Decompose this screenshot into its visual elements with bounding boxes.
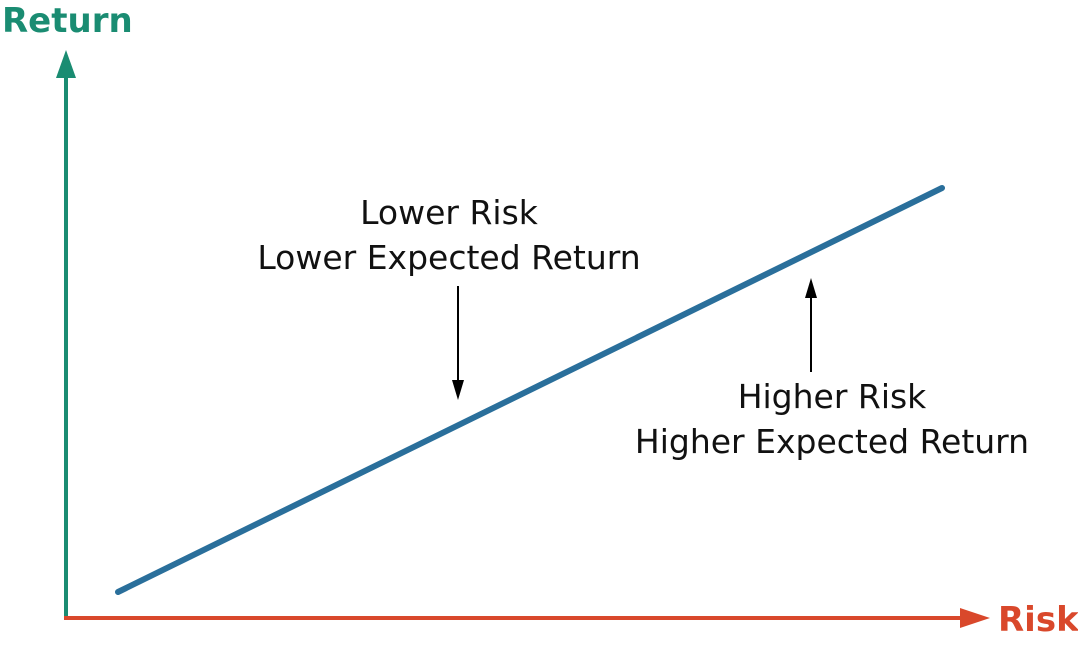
- higher-expected-return-label: Higher Expected Return: [635, 422, 1029, 461]
- x-axis-arrowhead: [960, 608, 990, 628]
- lower-annotation-arrowhead: [452, 380, 464, 400]
- risk-return-line: [115, 185, 945, 595]
- higher-risk-label: Higher Risk: [738, 377, 927, 416]
- lower-risk-label: Lower Risk: [360, 193, 539, 232]
- x-axis-label: Risk: [998, 600, 1078, 640]
- higher-annotation-arrowhead: [805, 278, 817, 298]
- y-axis-arrowhead: [56, 50, 76, 78]
- y-axis-label: Return: [2, 1, 133, 41]
- lower-expected-return-label: Lower Expected Return: [257, 238, 640, 277]
